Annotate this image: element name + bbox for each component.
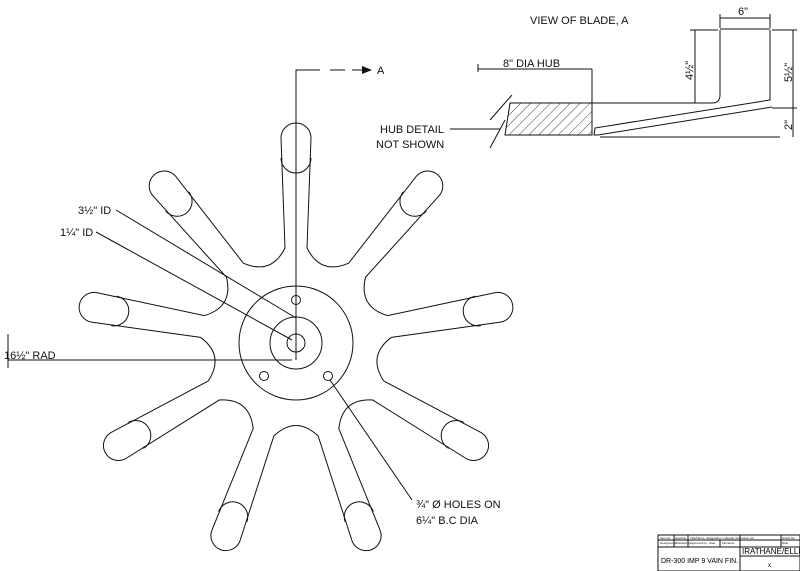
sheet-mark: x: [768, 563, 771, 569]
tb-field: Approved by - date: [690, 541, 716, 545]
blade-tip: [128, 420, 152, 449]
rise-dim: 2": [783, 120, 795, 130]
holes-label-2: 6¼" B.C DIA: [416, 515, 479, 527]
section-marker: A: [377, 65, 385, 77]
bolt-hole: [259, 371, 269, 381]
leader-id-small: [95, 231, 293, 341]
tb-field: Filename: [722, 541, 735, 545]
blade-side-view: VIEW OF BLADE, A 6" 4½" 5½" 2" 8" DIA HU…: [376, 6, 797, 151]
overall-height-dim: 5½": [783, 63, 795, 82]
tb-field: Checked by: [675, 541, 691, 545]
blade-tip: [343, 501, 374, 523]
hub-note-1: HUB DETAIL: [380, 124, 444, 136]
tb-header: Title/Name, designation, material, dimen…: [690, 536, 754, 540]
tb-header: Article No: [782, 536, 795, 540]
company-name: IRATHANE/ELLIOTT: [742, 547, 800, 556]
hub-note-2: NOT SHOWN: [376, 139, 444, 151]
leader-holes: [329, 379, 413, 501]
blade-tip: [440, 420, 464, 449]
blade-tip: [165, 191, 193, 217]
id-large-label: 3½" ID: [78, 205, 111, 217]
blade-tip: [111, 295, 130, 327]
impeller-front-view: [78, 122, 514, 552]
tb-header: Quantity: [675, 536, 687, 540]
blade-outline: [78, 122, 514, 552]
tb-field: Date: [782, 541, 789, 545]
tb-field: Designed by: [660, 541, 677, 545]
section-line: [295, 69, 362, 360]
id-small-label: 1¼" ID: [60, 227, 93, 239]
holes-label-1: ¾" Ø HOLES ON: [416, 499, 501, 511]
blade-tip: [462, 295, 481, 327]
blade-tip: [399, 191, 427, 217]
blade-width-dim: 6": [738, 6, 748, 18]
blade-height-dim: 4½": [684, 61, 696, 80]
bolt-hole: [323, 371, 333, 381]
hub-dim: 8" DIA HUB: [503, 58, 560, 70]
drawing-title: DR-300 IMP 9 VAIN FIN.: [661, 558, 738, 565]
title-block: Item ref Quantity Title/Name, designatio…: [657, 534, 800, 571]
view-label: VIEW OF BLADE, A: [530, 15, 629, 27]
tb-header: Item ref: [660, 536, 670, 540]
radius-dimension-line: [7, 334, 292, 368]
radius-label: 16½" RAD: [4, 350, 56, 362]
blade-tip: [218, 501, 249, 523]
section-arrow-icon: [362, 66, 372, 74]
leader-id-large: [115, 209, 297, 319]
